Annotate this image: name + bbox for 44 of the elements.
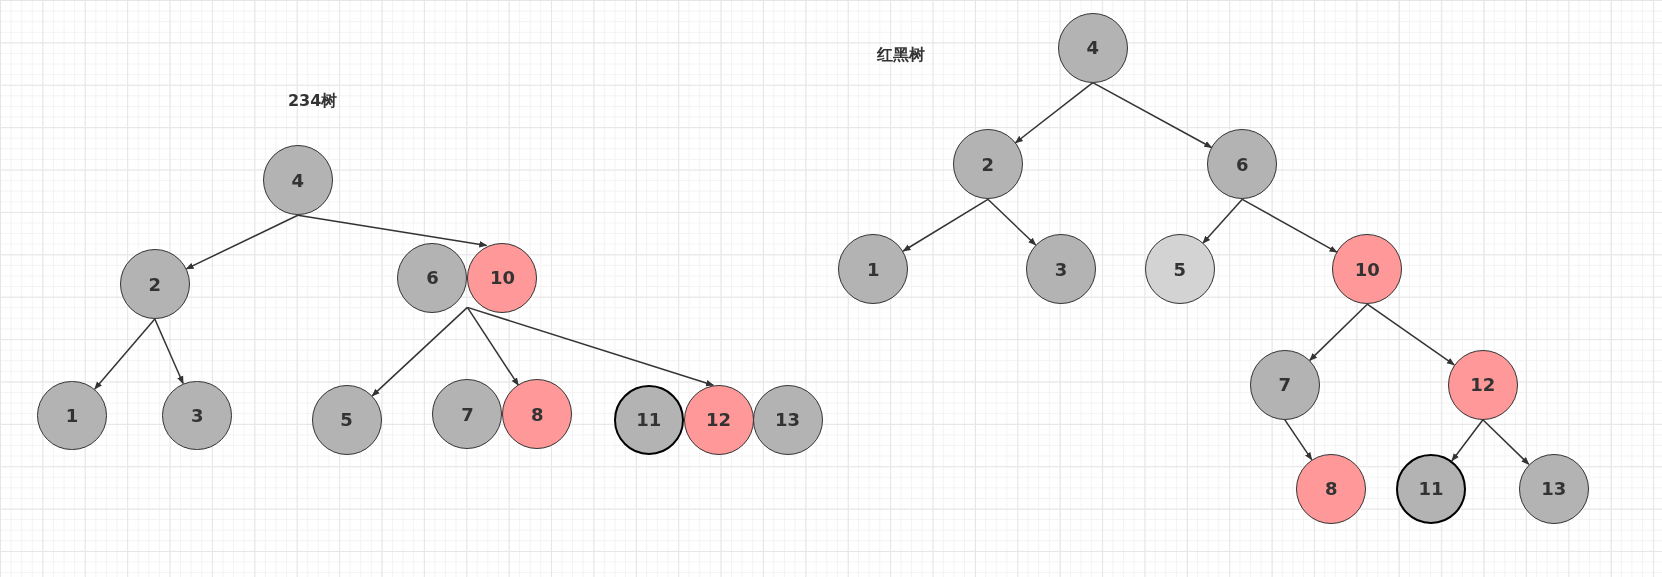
arrow <box>297 214 488 248</box>
arrow <box>1014 81 1094 144</box>
tree-node-circle: 3 <box>1026 234 1096 305</box>
tree-node-circle: 1 <box>838 234 909 305</box>
arrow <box>1092 81 1213 149</box>
arrow <box>1308 303 1369 362</box>
tree-node-circle: 8 <box>502 379 573 450</box>
tree-node-circle: 6 <box>1207 129 1278 200</box>
arrow <box>1482 418 1530 466</box>
tree-node-circle: 11 <box>613 384 684 455</box>
tree-node-circle: 13 <box>1518 453 1589 524</box>
tree-node-circle: 10 <box>1332 234 1403 305</box>
arrow <box>1451 418 1484 462</box>
arrow <box>987 198 1037 246</box>
tree-node-circle: 13 <box>752 384 823 455</box>
arrow <box>1366 303 1455 366</box>
tree-title: 红黑树 <box>876 44 925 66</box>
arrow <box>371 306 469 397</box>
arrow <box>185 214 299 270</box>
tree-node-circle: 5 <box>311 384 382 455</box>
arrow <box>1202 198 1244 244</box>
tree-node-circle: 12 <box>1447 349 1518 420</box>
tree-node-circle: 5 <box>1144 234 1215 305</box>
tree-node-circle: 7 <box>432 379 503 450</box>
tree-node-circle: 10 <box>467 242 538 313</box>
tree-node-circle: 2 <box>119 249 190 320</box>
tree-node-circle: 4 <box>1057 12 1128 83</box>
arrow <box>1283 418 1313 461</box>
tree-node-circle: 11 <box>1395 453 1466 524</box>
arrow <box>154 318 184 385</box>
tree-node-circle: 2 <box>952 129 1023 200</box>
tree-title: 234树 <box>287 90 338 112</box>
tree-node-circle: 6 <box>397 242 468 313</box>
arrow <box>466 306 715 387</box>
tree-node-circle: 12 <box>683 384 754 455</box>
tree-node-circle: 1 <box>37 380 108 451</box>
arrow <box>94 318 156 390</box>
tree-node-circle: 4 <box>262 145 333 216</box>
tree-node-circle: 3 <box>162 380 233 451</box>
arrow <box>466 306 520 386</box>
tree-node-circle: 8 <box>1296 453 1367 524</box>
arrow <box>1241 198 1338 253</box>
tree-node-circle: 7 <box>1249 349 1320 420</box>
arrow <box>902 198 989 252</box>
